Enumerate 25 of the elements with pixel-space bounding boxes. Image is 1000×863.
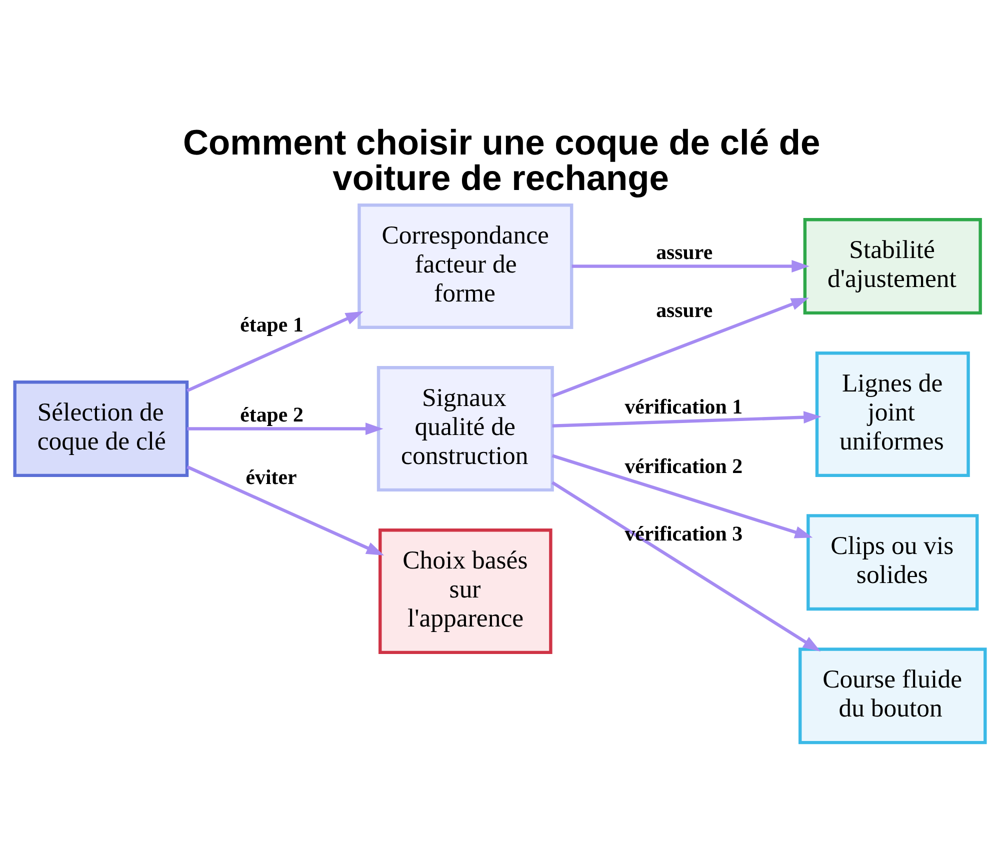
edge-label: étape 1 [240,312,304,336]
node-box: Course fluide du bouton [798,647,987,744]
node-box: Clips ou vis solides [806,514,979,610]
node-box: Signaux qualité de construction [376,366,554,492]
arrow [186,464,384,555]
arrow [552,454,813,538]
node-box: Stabilité d'ajustement [803,217,982,314]
arrow [186,310,364,392]
arrow [187,422,384,434]
edge-label: étape 2 [240,402,304,426]
edge-label: assure [656,297,713,322]
node-box: Lignes de joint uniformes [815,351,970,477]
diagram-title: Comment choisir une coque de clé de voiture de rechange [183,122,820,198]
arrow [551,480,821,652]
edge-label: assure [656,239,713,264]
edge-label: éviter [246,464,297,489]
node-box: Correspondance facteur de forme [358,203,574,329]
node-box: Sélection de coque de clé [13,380,189,477]
arrow [572,260,810,272]
node-box: Choix basés sur l'apparence [378,528,552,654]
edge-label: vérification 2 [624,453,743,478]
edge-label: vérification 1 [624,394,743,418]
edge-label: vérification 3 [624,520,743,545]
arrow [552,410,822,427]
arrow [552,297,809,398]
